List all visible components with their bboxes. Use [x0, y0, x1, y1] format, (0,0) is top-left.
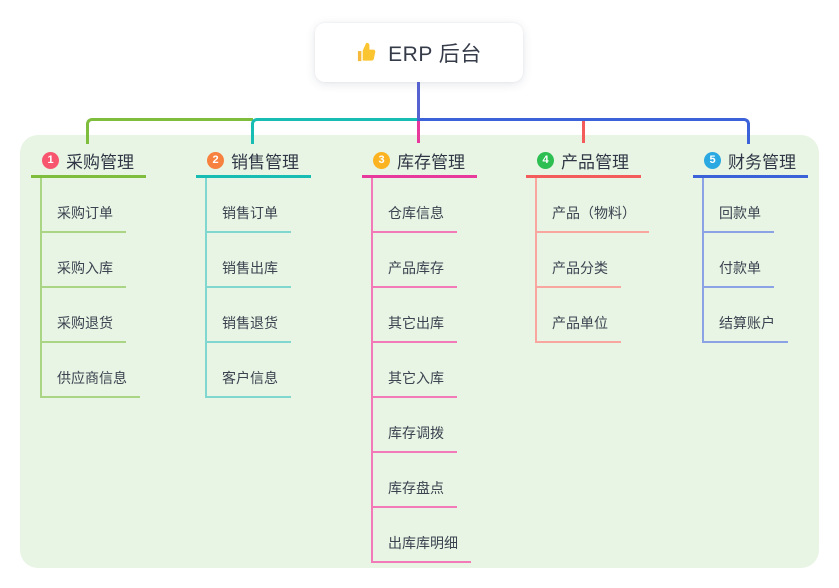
badge-number: 3 [373, 151, 390, 169]
child-label: 采购退货 [57, 315, 113, 331]
child-label: 供应商信息 [57, 370, 127, 386]
child-label: 出库库明细 [388, 535, 458, 551]
branch-label: 采购管理 [66, 152, 134, 172]
connector-inventory-drop [417, 118, 420, 143]
branch-label: 财务管理 [728, 152, 796, 172]
child-label: 回款单 [719, 205, 761, 221]
child-node[interactable]: 供应商信息 [42, 343, 140, 398]
child-label: 客户信息 [222, 370, 278, 386]
child-node[interactable]: 库存调拨 [373, 398, 457, 453]
child-label: 仓库信息 [388, 205, 444, 221]
badge-number: 4 [537, 151, 554, 169]
child-node[interactable]: 产品库存 [373, 233, 457, 288]
child-node[interactable]: 其它入库 [373, 343, 457, 398]
branch-node[interactable]: 1 采购管理 [31, 145, 146, 178]
child-node[interactable]: 销售出库 [207, 233, 291, 288]
branch-inventory: 3 库存管理 仓库信息产品库存其它出库其它入库库存调拨库存盘点出库库明细 [362, 145, 477, 563]
branch-children: 仓库信息产品库存其它出库其它入库库存调拨库存盘点出库库明细 [371, 178, 471, 563]
connector-sales-elbow [251, 118, 419, 144]
branch-purchase: 1 采购管理 采购订单采购入库采购退货供应商信息 [31, 145, 146, 398]
branch-children: 销售订单销售出库销售退货客户信息 [205, 178, 291, 398]
connector-purchase-elbow [86, 118, 253, 144]
child-label: 其它出库 [388, 315, 444, 331]
branches-panel [20, 135, 819, 568]
branch-label: 产品管理 [561, 152, 629, 172]
child-label: 结算账户 [719, 315, 775, 331]
child-label: 产品库存 [388, 260, 444, 276]
badge-number: 5 [704, 151, 721, 169]
child-label: 采购订单 [57, 205, 113, 221]
branch-label: 库存管理 [397, 152, 465, 172]
child-node[interactable]: 回款单 [704, 178, 774, 233]
child-label: 产品（物料） [552, 205, 636, 221]
branch-product: 4 产品管理 产品（物料） 产品分类产品单位 [526, 145, 649, 343]
branch-children: 采购订单采购入库采购退货供应商信息 [40, 178, 140, 398]
child-node[interactable]: 出库库明细 [373, 508, 471, 563]
connector-product-drop [582, 118, 585, 143]
child-label: 销售退货 [222, 315, 278, 331]
child-label: 产品分类 [552, 260, 608, 276]
badge-number: 2 [207, 151, 224, 169]
child-node[interactable]: 付款单 [704, 233, 774, 288]
child-node[interactable]: 客户信息 [207, 343, 291, 398]
connector-finance-elbow [417, 118, 750, 144]
branch-children: 回款单付款单结算账户 [702, 178, 788, 343]
child-label: 销售订单 [222, 205, 278, 221]
connector-root-vertical [417, 82, 420, 119]
branch-finance: 5 财务管理 回款单付款单结算账户 [693, 145, 808, 343]
child-label: 产品单位 [552, 315, 608, 331]
child-node[interactable]: 结算账户 [704, 288, 788, 343]
child-label: 其它入库 [388, 370, 444, 386]
child-node[interactable]: 销售退货 [207, 288, 291, 343]
child-node[interactable]: 产品（物料） [537, 178, 649, 233]
child-node[interactable]: 库存盘点 [373, 453, 457, 508]
branch-sales: 2 销售管理 销售订单销售出库销售退货客户信息 [196, 145, 311, 398]
child-label: 库存调拨 [388, 425, 444, 441]
child-node[interactable]: 产品分类 [537, 233, 621, 288]
branch-children: 产品（物料） 产品分类产品单位 [535, 178, 649, 343]
root-title: ERP 后台 [388, 42, 482, 66]
child-node[interactable]: 采购退货 [42, 288, 126, 343]
branch-node[interactable]: 2 销售管理 [196, 145, 311, 178]
child-node[interactable]: 销售订单 [207, 178, 291, 233]
child-node[interactable]: 仓库信息 [373, 178, 457, 233]
child-label: 付款单 [719, 260, 761, 276]
child-label: 销售出库 [222, 260, 278, 276]
root-node[interactable]: ERP 后台 [315, 23, 523, 82]
badge-number: 1 [42, 151, 59, 169]
child-label: 采购入库 [57, 260, 113, 276]
branch-label: 销售管理 [231, 152, 299, 172]
branch-node[interactable]: 4 产品管理 [526, 145, 641, 178]
child-label: 库存盘点 [388, 480, 444, 496]
thumbs-up-icon [356, 41, 379, 64]
child-node[interactable]: 其它出库 [373, 288, 457, 343]
child-node[interactable]: 产品单位 [537, 288, 621, 343]
branch-node[interactable]: 3 库存管理 [362, 145, 477, 178]
branch-node[interactable]: 5 财务管理 [693, 145, 808, 178]
child-node[interactable]: 采购入库 [42, 233, 126, 288]
child-node[interactable]: 采购订单 [42, 178, 126, 233]
